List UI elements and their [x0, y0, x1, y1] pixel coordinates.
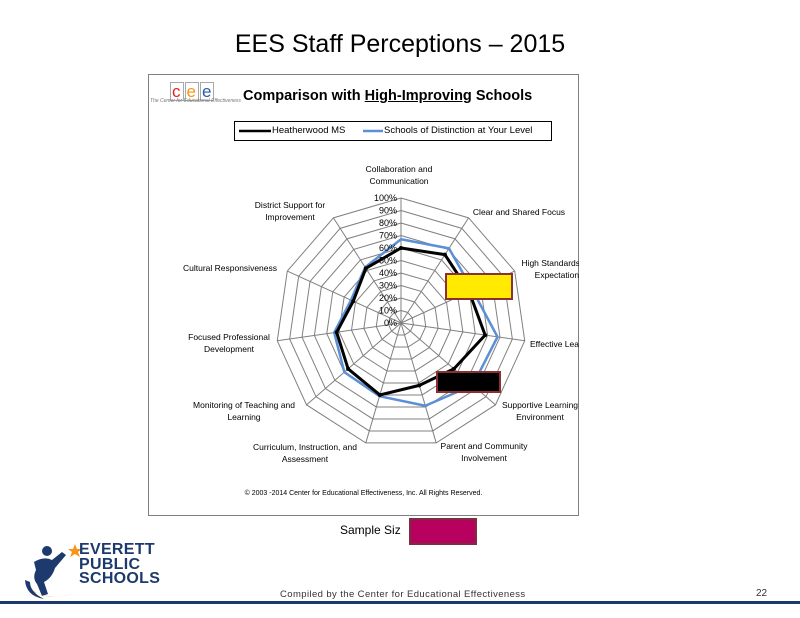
logo-swoosh-blue [25, 580, 44, 599]
series-point-heatherwood-2 [442, 252, 447, 257]
cee-logo-letter-e2: e [199, 82, 215, 101]
cee-logo-letter-c: c [170, 82, 184, 101]
tick-label-6: 60% [379, 243, 397, 253]
series-point-heatherwood-9 [334, 330, 339, 335]
star-icon [68, 544, 82, 557]
grid-spoke-6 [400, 322, 437, 444]
legend-label-distinction: Schools of Distinction at Your Level [384, 125, 533, 136]
grid-spoke-11 [332, 217, 402, 324]
series-point-heatherwood-6 [417, 383, 422, 388]
grid-spoke-9 [277, 322, 402, 342]
tick-label-10: 100% [374, 193, 397, 203]
redaction-box-yellow [445, 273, 513, 300]
page-number: 22 [756, 588, 768, 599]
grid-ring-9 [289, 209, 513, 432]
grid-ring-10 [276, 197, 526, 444]
grid-spoke-2 [400, 217, 470, 324]
tick-label-2: 20% [379, 293, 397, 303]
slide-title: EES Staff Perceptions – 2015 [234, 30, 566, 58]
chart-title-emphasis: High-Improving [364, 88, 472, 104]
grid-ring-1 [388, 309, 414, 336]
category-label-2: Clear and Shared Focus [473, 207, 565, 217]
grid-ring-4 [350, 272, 452, 372]
tick-label-9: 90% [379, 206, 397, 216]
chart-title: Comparison with High-Improving Schools [243, 88, 532, 104]
footer-rule [0, 601, 800, 604]
grid-spoke-4 [400, 322, 525, 342]
logo-line-1: EVERETT [79, 541, 155, 558]
chart-legend: Heatherwood MS Schools of Distinction at… [234, 121, 552, 141]
series-point-heatherwood-4 [483, 333, 488, 338]
cee-tagline: The Center for Educational Effectiveness [150, 98, 241, 104]
tick-label-8: 80% [379, 218, 397, 228]
grid-spoke-10 [287, 270, 402, 324]
logo-figure-body [34, 552, 66, 596]
tick-label-7: 70% [379, 231, 397, 241]
chart-copyright: © 2003 -2014 Center for Educational Effe… [244, 490, 483, 497]
category-label-4: Effective Leadership [530, 339, 579, 349]
legend-label-heatherwood: Heatherwood MS [272, 125, 346, 136]
series-point-heatherwood-7 [377, 392, 382, 397]
series-point-heatherwood-11 [363, 266, 368, 271]
radar-chart: 0% 10% 20% 30% 40% 50% 60% 70% 80% 90% 100% Collabo… [183, 164, 579, 464]
chart-title-part-1: Comparison with [243, 88, 365, 104]
category-label-3: High Standards andExpectations [521, 258, 579, 280]
everett-logo-figure [25, 544, 82, 599]
legend-swatches [239, 129, 383, 133]
sample-size-label: Sample Siz [340, 523, 401, 537]
grid-spoke-8 [306, 322, 402, 406]
logo-figure-head [42, 546, 52, 556]
compiled-by-footer: Compiled by the Center for Educational E… [280, 589, 526, 600]
grid-spoke-7 [365, 322, 402, 444]
logo-line-3: SCHOOLS [79, 570, 161, 587]
tick-label-3: 30% [379, 281, 397, 291]
series-point-heatherwood-5 [451, 366, 456, 371]
series-point-heatherwood-1 [399, 246, 403, 250]
series-point-heatherwood-8 [346, 366, 351, 371]
tick-label-1: 10% [379, 306, 397, 316]
logo-line-2: PUBLIC [79, 555, 141, 573]
tick-label-4: 40% [379, 268, 397, 278]
sample-size-redaction [409, 518, 477, 545]
grid-ring-2 [375, 297, 427, 348]
grid-ring-3 [363, 284, 439, 360]
chart-title-part-3: Schools [471, 88, 533, 104]
redaction-box-black [436, 371, 501, 393]
series-point-heatherwood-10 [351, 299, 356, 304]
category-label-10: Cultural Responsiveness [183, 263, 277, 273]
tick-label-5: 50% [379, 256, 397, 266]
cee-logo-letter-e1: e [184, 82, 199, 101]
tick-label-0: 0% [384, 318, 397, 328]
everett-logo-text: EVERETT PUBLIC SCHOOLS [79, 541, 161, 587]
